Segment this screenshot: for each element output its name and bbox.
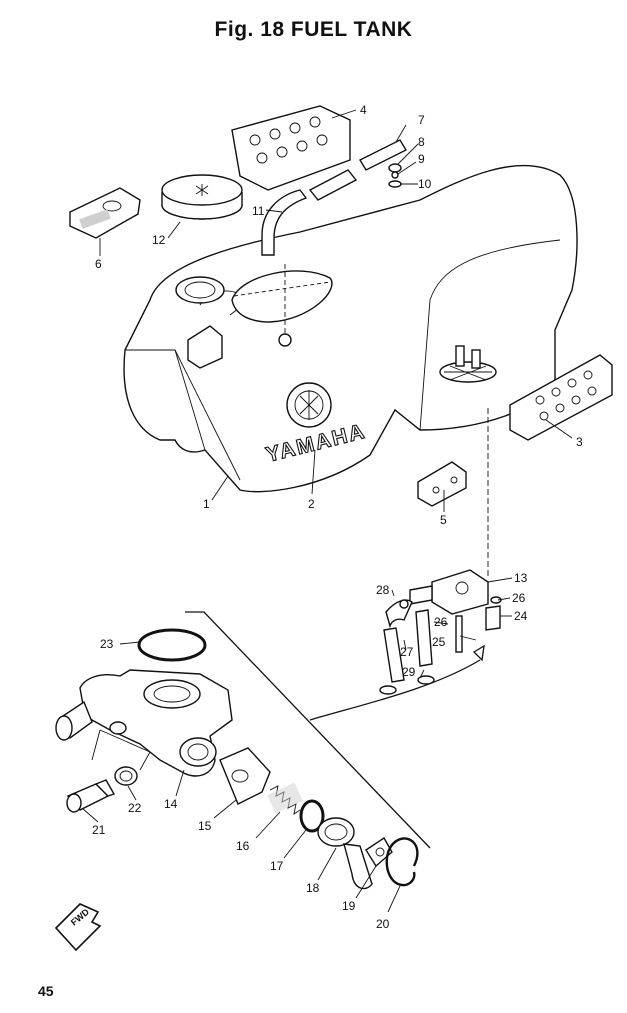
callout-29: 29 [402, 665, 416, 679]
bracket-5 [417, 461, 467, 507]
callout-18: 18 [306, 881, 320, 895]
callout-1: 1 [203, 497, 210, 511]
rubber-pad-4 [231, 105, 351, 191]
spring-16 [267, 782, 303, 815]
lever-15 [219, 747, 271, 805]
callout-27: 27 [400, 645, 414, 659]
callout-9: 9 [418, 152, 425, 166]
callout-21: 21 [92, 823, 106, 837]
leader-lines [81, 109, 573, 913]
o-ring-22 [114, 766, 138, 786]
breather-hose [261, 139, 407, 256]
fuel-tank: YAMAHA [123, 164, 578, 493]
callout-5: 5 [440, 513, 447, 527]
callout-22: 22 [128, 801, 142, 815]
circlip-20 [385, 837, 419, 887]
page-number: 45 [38, 983, 54, 999]
cover-18 [317, 817, 373, 890]
callout-23: 23 [100, 637, 114, 651]
callout-12: 12 [152, 233, 166, 247]
callout-7: 7 [418, 113, 425, 127]
fitting-21 [66, 779, 116, 813]
callout-4: 4 [360, 103, 367, 117]
fuel-cap [161, 174, 243, 220]
callout-14: 14 [164, 797, 178, 811]
callout-24: 24 [514, 609, 528, 623]
fuel-cock-assembly [309, 408, 502, 721]
clamp-6 [69, 187, 141, 239]
figure-title: Fig. 18 FUEL TANK [214, 18, 413, 41]
callout-3: 3 [576, 435, 583, 449]
callout-26b: 26 [434, 615, 448, 629]
plate-19 [365, 837, 393, 868]
rubber-pad-3 [509, 354, 613, 441]
callout-11: 11 [252, 204, 265, 218]
callout-labels: 1 2 3 4 5 6 7 8 9 10 11 12 13 14 15 16 1… [92, 103, 583, 931]
callout-10: 10 [418, 177, 432, 191]
callout-15: 15 [198, 819, 212, 833]
callout-19: 19 [342, 899, 356, 913]
inset-frame [185, 611, 431, 849]
fuel-cock-body [55, 669, 233, 777]
callout-20: 20 [376, 917, 390, 931]
callout-13: 13 [514, 571, 528, 585]
callout-26a: 26 [512, 591, 526, 605]
o-ring-17 [299, 799, 325, 833]
callout-16: 16 [236, 839, 250, 853]
callout-28: 28 [376, 583, 390, 597]
callout-2: 2 [308, 497, 315, 511]
fwd-arrow-icon: FWD [54, 903, 102, 952]
callout-17: 17 [270, 859, 284, 873]
o-ring-23 [137, 628, 207, 662]
callout-8: 8 [418, 135, 425, 149]
callout-25: 25 [432, 635, 446, 649]
callout-6: 6 [95, 257, 102, 271]
